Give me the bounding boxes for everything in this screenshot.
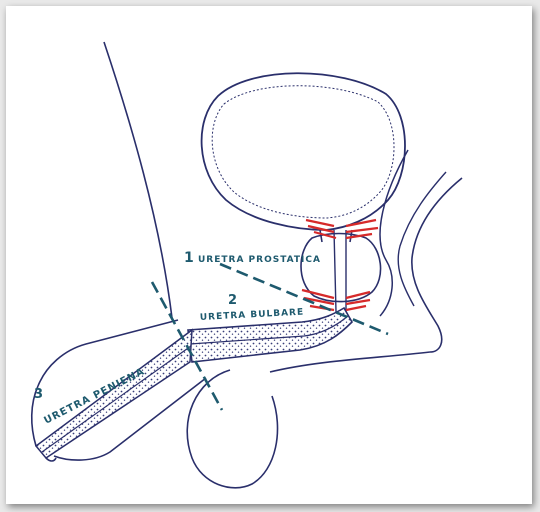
posterior-outline xyxy=(380,150,408,316)
perineum xyxy=(270,352,430,372)
penile-urethra xyxy=(36,330,192,458)
rectum-inner xyxy=(398,172,446,306)
label-prostatic-number: 1 xyxy=(184,250,194,266)
penile-urethra-lumen xyxy=(42,346,191,452)
prostatic-urethra xyxy=(334,230,346,312)
label-penile-number: 3 xyxy=(34,387,43,402)
label-bulbar-number: 2 xyxy=(228,293,237,308)
sphincter-marks-upper xyxy=(306,220,378,238)
rectum xyxy=(412,178,462,352)
scrotum xyxy=(187,370,277,488)
bladder-inner-wall xyxy=(212,86,394,218)
body-outline xyxy=(104,42,172,318)
bladder xyxy=(202,73,405,230)
label-prostatic-text: URETRA PROSTATICA xyxy=(198,255,321,265)
label-bulbar-text: URETRA BULBARE xyxy=(200,308,305,323)
